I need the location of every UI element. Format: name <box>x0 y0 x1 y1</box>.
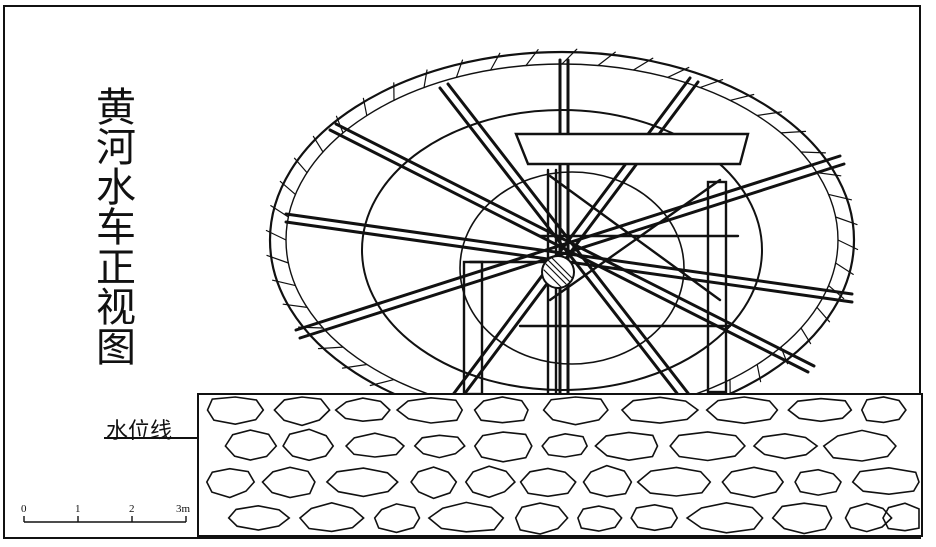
paddle <box>834 216 858 226</box>
scale-bar <box>23 516 187 523</box>
water-trough <box>514 132 750 166</box>
title-char-3: 水 <box>96 165 136 211</box>
paddle <box>265 229 287 241</box>
stone <box>261 466 316 499</box>
stone <box>205 467 256 499</box>
stone <box>794 468 842 496</box>
stone <box>882 502 920 532</box>
stone <box>630 503 679 532</box>
stone <box>395 396 464 424</box>
paddle <box>632 57 654 71</box>
middle-rim <box>361 109 763 391</box>
paddle <box>666 66 690 79</box>
paddle <box>834 262 854 275</box>
title-char-2: 河 <box>96 125 136 171</box>
stone <box>787 397 853 423</box>
stone <box>860 396 907 424</box>
paddle <box>525 48 539 67</box>
stone <box>594 431 659 462</box>
stone <box>410 466 458 500</box>
paddle <box>362 97 368 117</box>
page-frame <box>3 5 921 539</box>
stone <box>473 431 533 463</box>
stone <box>413 434 466 459</box>
title-char-7: 图 <box>96 325 136 371</box>
paddle <box>597 51 616 67</box>
paddle <box>827 193 853 201</box>
inner-rim <box>459 171 685 365</box>
stone <box>224 429 278 461</box>
stone <box>721 466 785 499</box>
stone <box>771 502 833 535</box>
stone <box>685 501 764 534</box>
stone-embankment <box>197 393 923 537</box>
title-char-4: 车 <box>96 205 136 251</box>
paddle <box>816 172 842 177</box>
paddle <box>423 69 428 89</box>
paddle <box>455 59 464 79</box>
paddle <box>816 306 831 323</box>
support-frame <box>462 168 740 398</box>
paddle <box>756 363 762 383</box>
paddle <box>266 254 289 264</box>
paddle <box>282 303 308 308</box>
paddle <box>800 151 827 154</box>
paddle <box>729 93 755 102</box>
paddle <box>317 346 344 350</box>
scale-label-0: 0 <box>21 503 27 515</box>
title-char-6: 视 <box>96 285 136 331</box>
paddle <box>341 363 368 369</box>
stone <box>541 432 589 458</box>
water-level-label: 水位线 <box>106 419 173 444</box>
stone <box>282 428 335 462</box>
paddle <box>369 379 395 387</box>
paddle <box>800 327 812 345</box>
waterwheel <box>265 48 859 430</box>
paddle <box>837 239 859 251</box>
paddle <box>756 111 783 117</box>
hub <box>541 255 575 289</box>
paddle <box>293 157 308 174</box>
paddle <box>561 48 578 65</box>
stone <box>519 467 577 498</box>
stone <box>705 396 779 425</box>
stone <box>373 503 421 534</box>
stone <box>582 464 633 498</box>
stone <box>844 502 893 533</box>
paddle <box>699 78 724 89</box>
title-char-1: 黄 <box>96 85 136 131</box>
paddle <box>490 52 501 71</box>
stone <box>636 466 712 497</box>
paddle <box>279 180 296 195</box>
paddle <box>780 130 807 134</box>
stone <box>427 501 505 533</box>
stone <box>514 502 569 535</box>
stone <box>822 429 897 462</box>
stone <box>669 431 746 462</box>
stone <box>577 505 623 532</box>
stone <box>464 465 516 499</box>
stone <box>620 396 700 424</box>
paddle <box>272 279 296 287</box>
stone <box>851 466 920 496</box>
stone <box>473 396 529 424</box>
paddle <box>312 135 324 153</box>
title-char-5: 正 <box>96 245 136 291</box>
stone <box>752 432 819 460</box>
stone <box>542 396 609 426</box>
scale-label-3: 3m <box>176 503 191 515</box>
stone <box>334 397 391 423</box>
stone <box>325 467 399 498</box>
stone <box>273 396 331 427</box>
hub-hatch <box>543 257 573 289</box>
spokes <box>284 58 854 418</box>
scale-label-2: 2 <box>129 503 135 515</box>
stone <box>344 432 406 458</box>
stone <box>206 396 265 426</box>
stone <box>227 504 291 531</box>
scale-label-1: 1 <box>75 503 81 515</box>
stone <box>298 501 365 533</box>
